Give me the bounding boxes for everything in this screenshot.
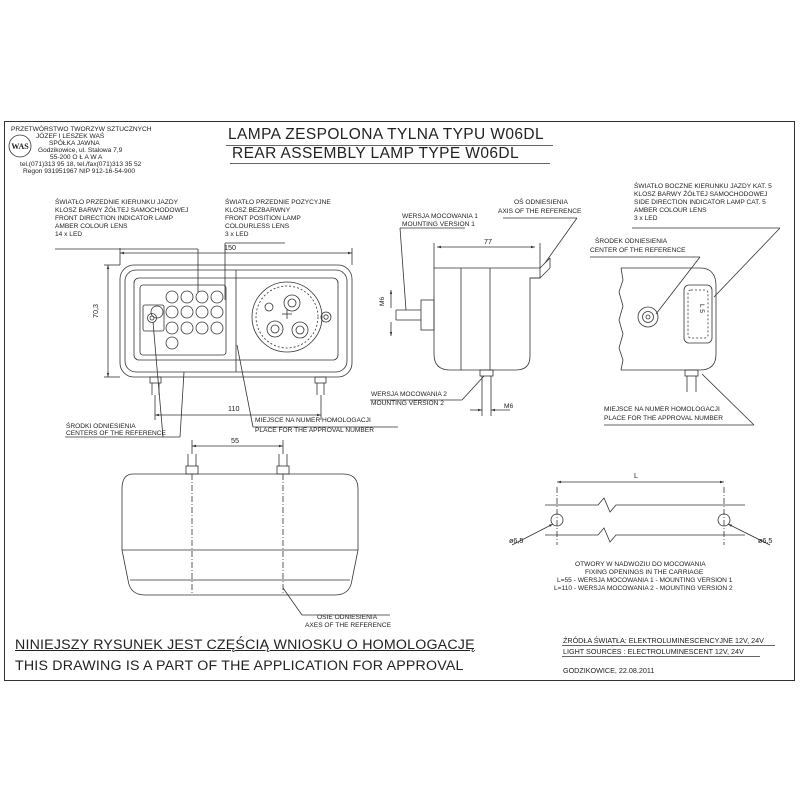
light-source-pl: ŹRÓDŁA ŚWIATŁA: ELEKTROLUMINESCENCYJNE 1… xyxy=(563,636,764,645)
holes-label-4: L=110 - WERSJA MOCOWANIA 2 - MOUNTING VE… xyxy=(554,585,733,592)
mounting2-label-1: WERSJA MOCOWANIA 2 xyxy=(371,391,447,398)
dim-hole-right: ø6,5 xyxy=(758,536,773,545)
company-line-1: PRZETWÓRSTWO TWORZYW SZTUCZNYCH xyxy=(11,126,152,133)
approval-side-label-2: PLACE FOR THE APPROVAL NUMBER xyxy=(604,415,723,422)
indicator-label-5: 14 x LED xyxy=(55,231,83,238)
reference-axis-label-1: OŚ ODNIESIENIA xyxy=(514,199,568,206)
approval-front-label-2: PLACE FOR THE APPROVAL NUMBER xyxy=(255,427,374,434)
indicator-label-3: FRONT DIRECTION INDICATOR LAMP xyxy=(55,215,173,222)
position-label-4: COLOURLESS LENS xyxy=(225,223,290,230)
centers-reference-label-2: CENTERS OF THE REFERENCE xyxy=(66,430,166,437)
dim-width: 150 xyxy=(224,243,236,252)
axes-reference-label-2: AXES OF THE REFERENCE xyxy=(305,622,391,629)
side-indicator-label-5: 3 x LED xyxy=(634,215,658,222)
mounting1-label-2: MOUNTING VERSION 1 xyxy=(402,221,475,228)
front-view xyxy=(119,264,353,395)
title-en: REAR ASSEMBLY LAMP TYPE W06DL xyxy=(232,145,519,162)
side-lens-code: L 5 xyxy=(698,304,705,313)
holes-label-1: OTWORY W NADWOZIU DO MOCOWANIA xyxy=(575,561,706,568)
title-pl: LAMPA ZESPOLONA TYLNA TYPU W06DL xyxy=(228,126,545,143)
indicator-label-4: AMBER COLOUR LENS xyxy=(55,223,128,230)
place-date: GODZIKOWICE, 22.08.2011 xyxy=(563,666,655,675)
centers-reference-label-1: ŚRODKI ODNIESIENIA xyxy=(66,423,136,430)
dim-length: L xyxy=(634,471,638,480)
indicator-led-grid xyxy=(150,290,224,350)
dim-stud-pitch: 55 xyxy=(231,436,239,445)
position-label-1: ŚWIATŁO PRZEDNIE POZYCYJNE xyxy=(225,199,331,206)
dim-pitch: 110 xyxy=(228,404,240,413)
light-source-en: LIGHT SOURCES : ELECTROLUMINESCENT 12V, … xyxy=(563,647,744,656)
side-indicator-label-4: AMBER COLOUR LENS xyxy=(634,207,707,214)
approval-side-label-1: MIEJSCE NA NUMER HOMOLOGACJI xyxy=(604,406,720,413)
company-line-6: tel.(071)313 95 18, tel./fax(071)313 35 … xyxy=(20,161,142,168)
position-label-3: FRONT POSITION LAMP xyxy=(225,215,301,222)
company-line-7: Regon 931951967 NIP 912-16-54-900 xyxy=(23,168,136,175)
center-reference-label-1: ŚRODEK ODNIESIENIA xyxy=(595,238,668,245)
company-line-5: 55-200 O Ł A W A xyxy=(50,154,103,161)
position-label-2: KLOSZ BEZBARWNY xyxy=(225,207,291,214)
side-end-view xyxy=(618,267,717,392)
company-line-4: Godzikowice, ul. Stalowa 7,9 xyxy=(38,147,123,154)
indicator-label-1: ŚWIATŁO PRZEDNIE KIERUNKU JAZDY xyxy=(55,199,178,206)
center-reference-label-2: CENTER OF THE REFERENCE xyxy=(590,247,686,254)
mounting2-label-2: MOUNTING VERSION 2 xyxy=(371,400,444,407)
approval-front-label-1: MIEJSCE NA NUMER HOMOLOGACJI xyxy=(255,417,371,424)
dim-height: 70,3 xyxy=(91,304,100,318)
drawing-frame xyxy=(4,121,795,681)
mounting1-label-1: WERSJA MOCOWANIA 1 xyxy=(402,213,478,220)
side-indicator-label-1: ŚWIATŁO BOCZNE KIERUNKU JAZDY KAT. 5 xyxy=(634,183,772,190)
side-indicator-label-2: KLOSZ BARWY ŻÓŁTEJ SAMOCHODOWEJ xyxy=(634,191,768,198)
dim-depth: 77 xyxy=(484,237,492,246)
reference-axis-label-2: AXIS OF THE REFERENCE xyxy=(498,208,582,215)
statement-en: THIS DRAWING IS A PART OF THE APPLICATIO… xyxy=(15,658,464,674)
mounting-holes-detail xyxy=(545,487,745,545)
position-lamp xyxy=(251,281,323,353)
company-logo: WAS xyxy=(8,134,32,158)
dim-hole-left: ø6,5 xyxy=(509,536,524,545)
side-indicator-label-3: SIDE DIRECTION INDICATOR LAMP CAT. 5 xyxy=(634,199,766,206)
side-view xyxy=(395,257,551,402)
company-line-3: SPÓŁKA JAWNA xyxy=(49,140,100,147)
holes-label-3: L=55 - WERSJA MOCOWANIA 1 - MOUNTING VER… xyxy=(557,577,733,584)
dim-thread-top: M6 xyxy=(379,296,386,306)
indicator-label-2: KLOSZ BARWY ŻÓŁTEJ SAMOCHODOWEJ xyxy=(55,207,189,214)
holes-label-2: FIXING OPENINGS IN THE CARRIAGE xyxy=(585,569,704,576)
axes-reference-label-1: OSIE ODNIESIENIA xyxy=(317,614,378,621)
svg-text:WAS: WAS xyxy=(11,142,29,151)
company-line-2: JÓZEF I LESZEK WAŚ xyxy=(36,133,105,140)
position-label-5: 3 x LED xyxy=(225,231,249,238)
top-view xyxy=(121,454,359,596)
statement-pl: NINIEJSZY RYSUNEK JEST CZĘŚCIĄ WNIOSKU O… xyxy=(15,637,475,653)
dim-thread-bottom: M6 xyxy=(504,403,514,410)
